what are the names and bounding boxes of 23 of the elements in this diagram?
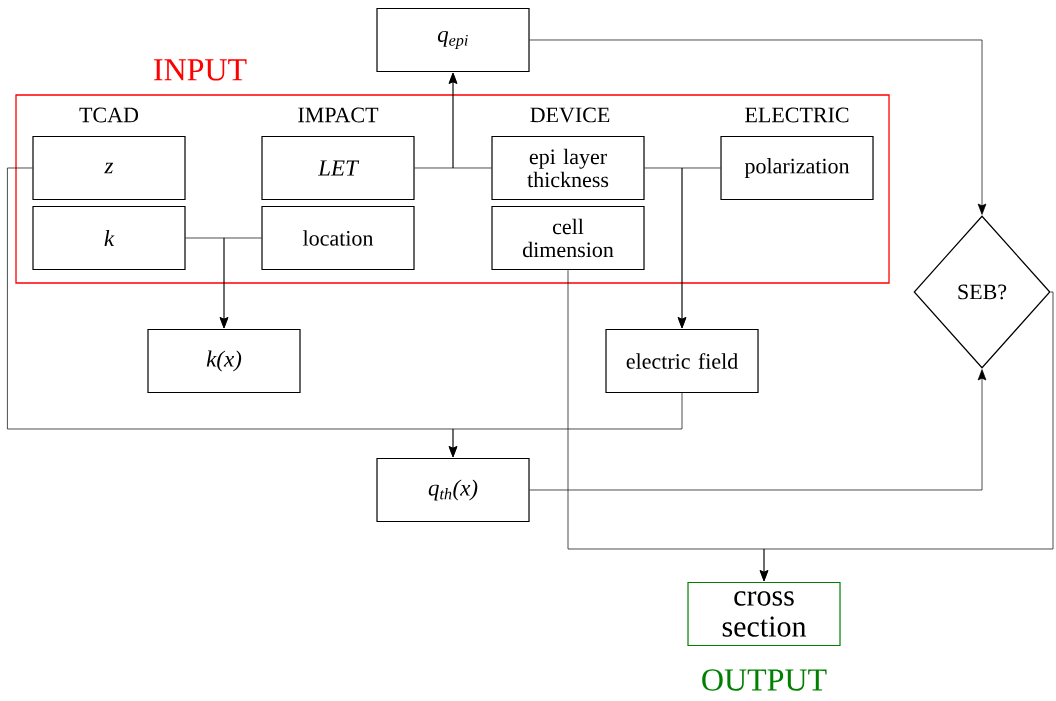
node-label: INPUT — [154, 59, 247, 81]
process-box: q$_{epi}$ — [376, 7, 530, 73]
process-box: location — [261, 205, 415, 271]
arrow — [448, 392, 683, 458]
process-box: electric field — [605, 328, 759, 394]
process-box: LET — [261, 135, 415, 201]
arrow — [219, 237, 262, 329]
column-heading: DEVICE — [530, 107, 610, 123]
process-box: polarization — [720, 135, 874, 201]
node-label: OUTPUT — [702, 669, 827, 691]
process-box: q$_{th}$(x) — [376, 457, 530, 523]
column-heading: IMPACT — [298, 107, 379, 123]
output-box: cross section OUTPUT — [687, 581, 841, 691]
arrow — [529, 369, 987, 491]
process-box: k — [32, 205, 186, 271]
arrow — [677, 167, 721, 329]
process-box: k(x) — [147, 328, 301, 394]
arrow — [448, 72, 492, 169]
process-box: epi layer thickness — [491, 135, 645, 201]
process-box: z — [32, 135, 186, 201]
arrow — [529, 39, 987, 215]
process-box: cell dimension — [491, 205, 645, 271]
arrow — [759, 291, 1054, 582]
